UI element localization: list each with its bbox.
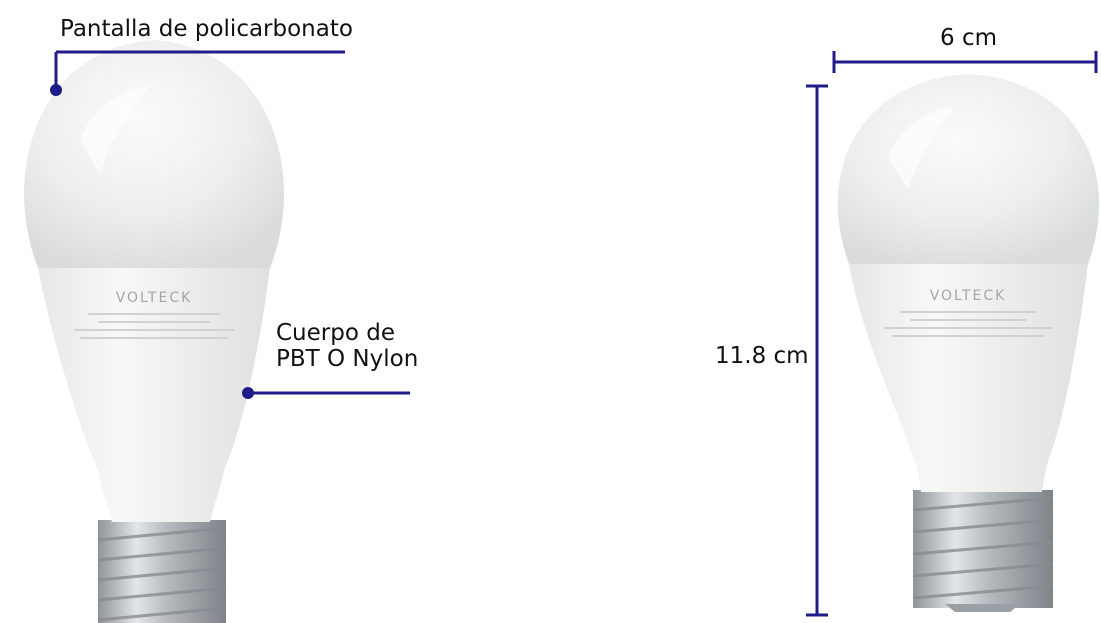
left-bulb-shade	[24, 40, 284, 268]
callout-body-dot	[242, 387, 254, 399]
height-label: 11.8 cm	[715, 343, 809, 369]
width-dimension-line	[832, 51, 1098, 73]
left-bulb-base	[97, 520, 227, 623]
left-bulb-body	[38, 268, 270, 522]
callout-shade-label: Pantalla de policarbonato	[60, 16, 353, 42]
left-bulb: VOLTECK	[24, 40, 284, 623]
width-label: 6 cm	[940, 25, 997, 51]
height-dimension-line	[806, 84, 828, 617]
right-bulb-base	[912, 490, 1054, 612]
callout-shade-dot	[50, 84, 62, 96]
right-fine-print	[884, 311, 1052, 337]
callout-body-label-line1: Cuerpo de	[276, 320, 395, 346]
callout-body-label: Cuerpo de PBT O Nylon	[276, 320, 418, 372]
left-brand-logo: VOLTECK	[116, 290, 193, 306]
right-bulb-body	[849, 264, 1088, 492]
callout-body-label-line2: PBT O Nylon	[276, 346, 419, 372]
right-brand-logo: VOLTECK	[930, 288, 1007, 304]
right-bulb-shade	[837, 74, 1100, 264]
right-bulb: VOLTECK	[837, 74, 1100, 612]
callout-shade-leader	[54, 50, 345, 88]
left-fine-print	[74, 313, 234, 339]
